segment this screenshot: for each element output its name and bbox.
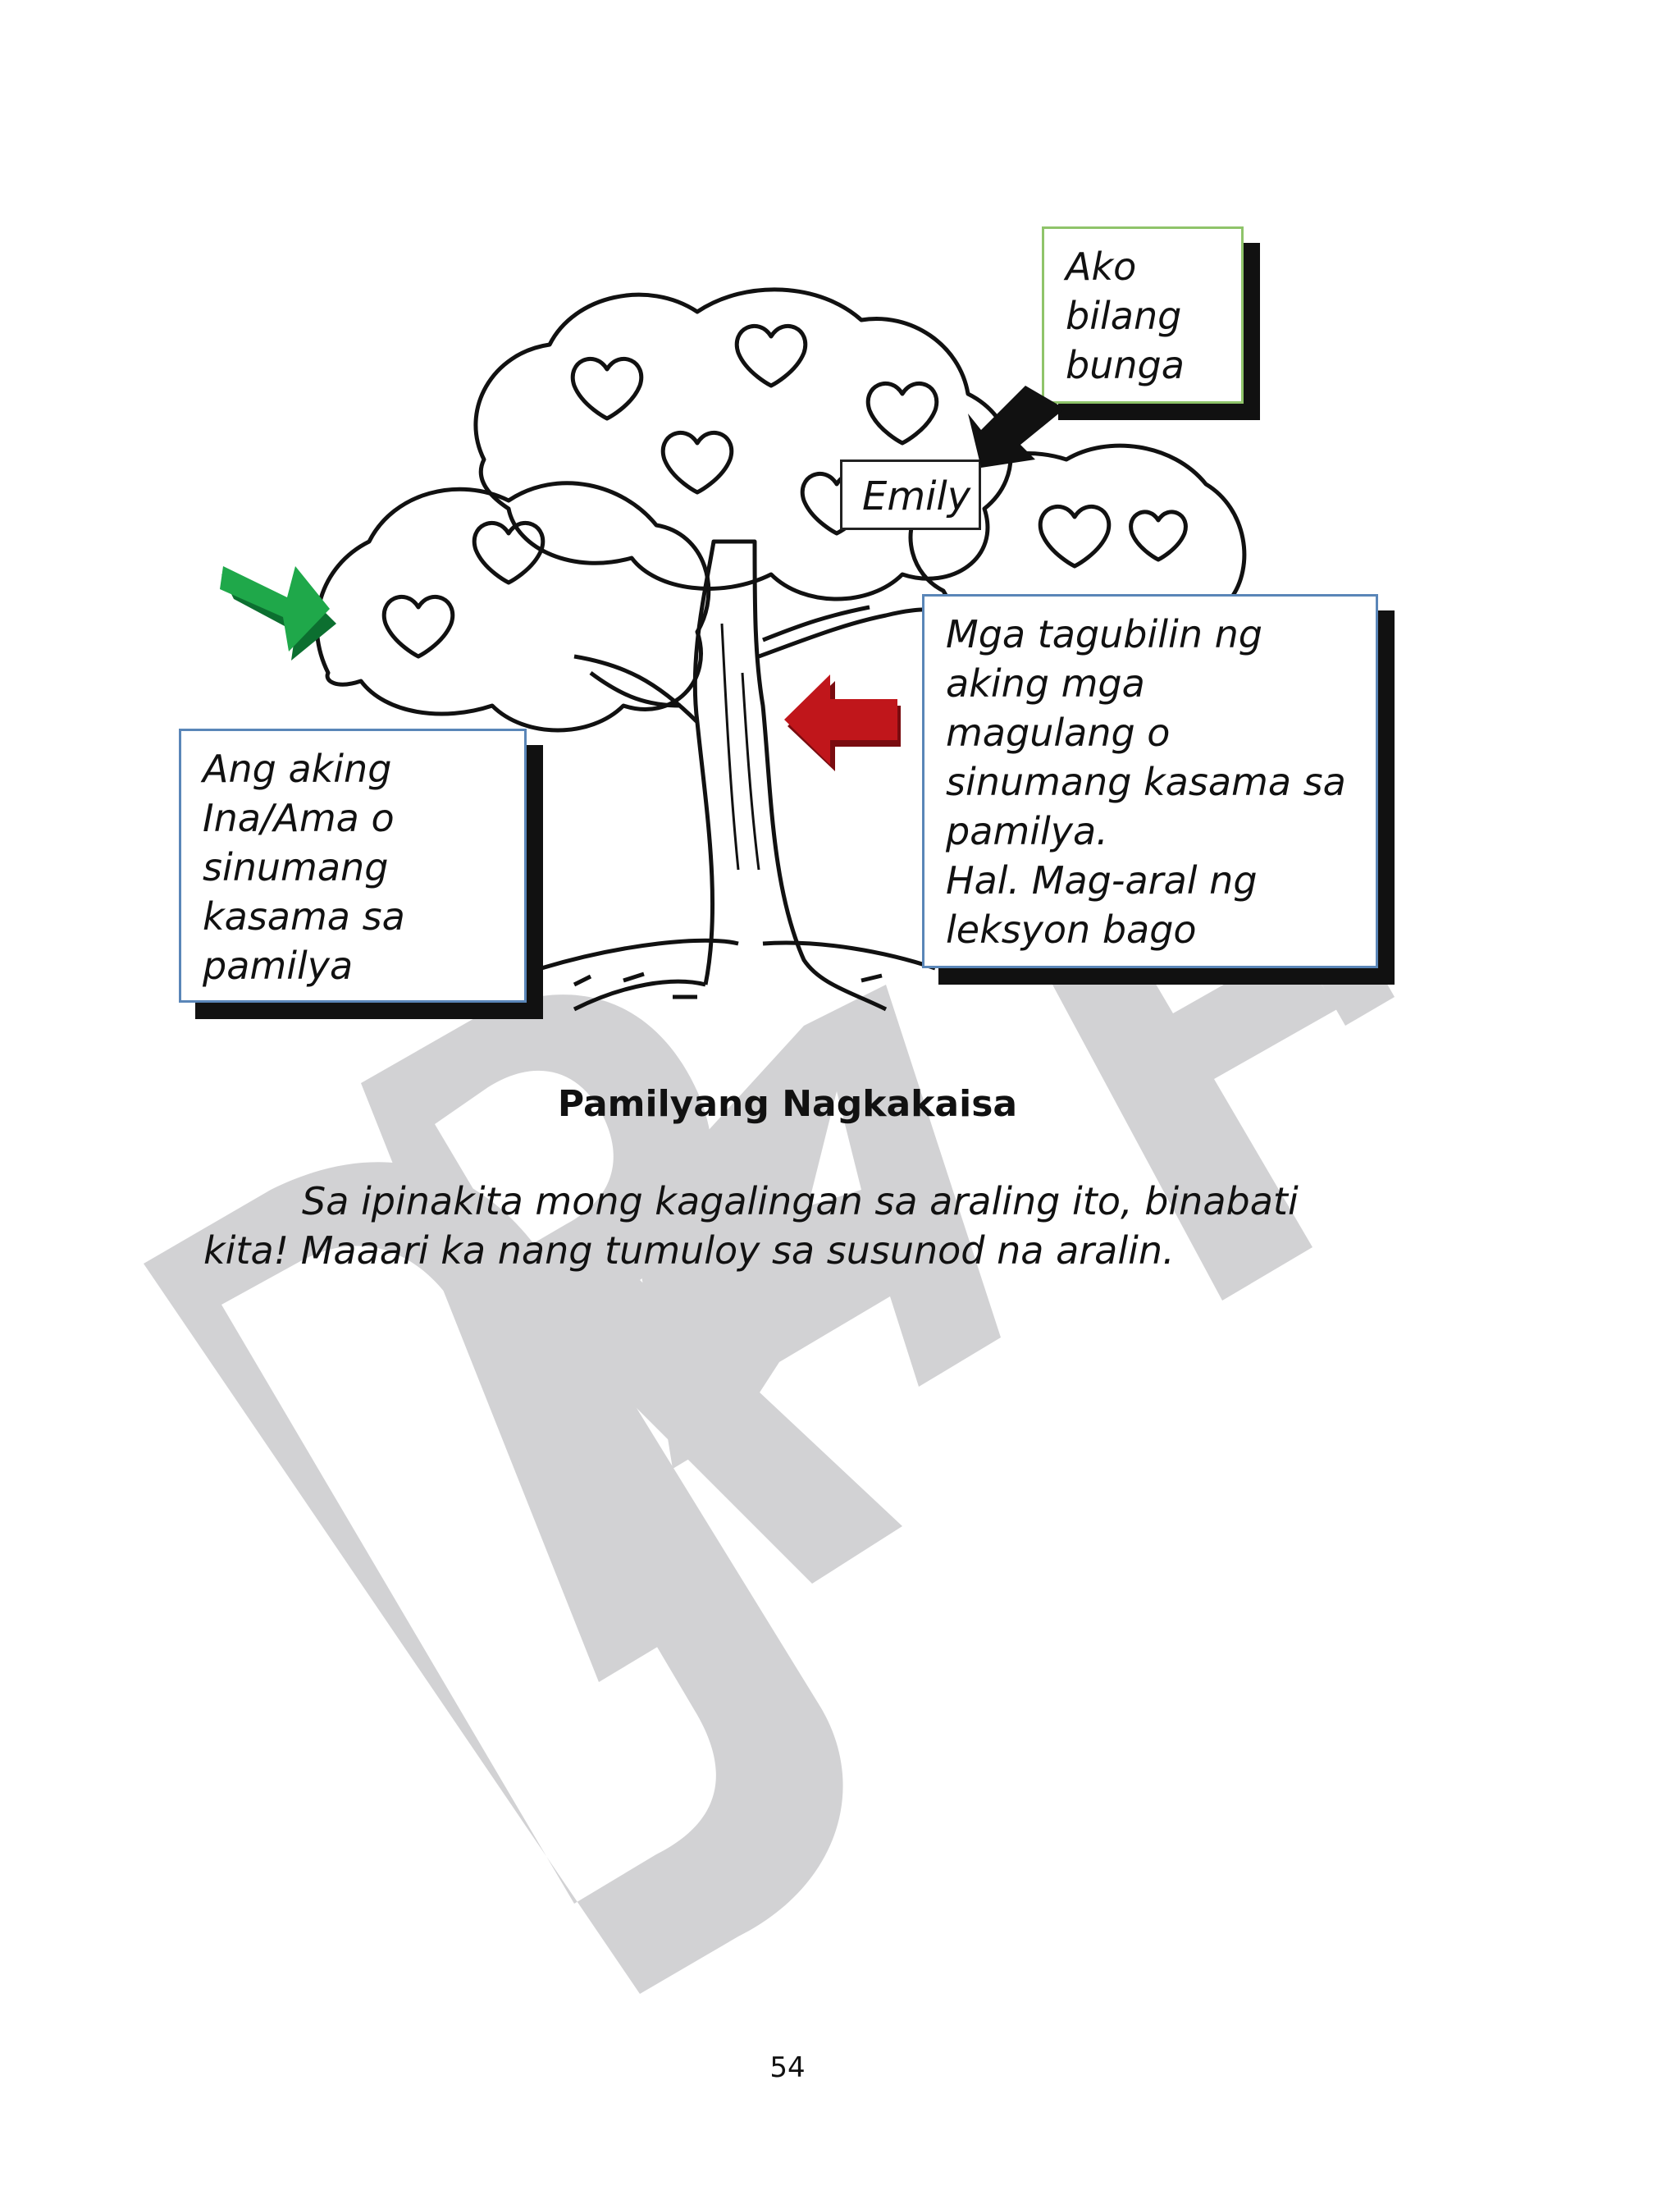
- emily-label: Emily: [862, 473, 971, 519]
- callout-line: pamilya.: [946, 809, 1108, 853]
- paragraph-line: Sa ipinakita mong kagalingan sa araling …: [302, 1179, 1299, 1223]
- callout-line: aking mga: [946, 661, 1145, 706]
- callout-line: sinumang: [203, 845, 389, 889]
- heart-icons: [381, 324, 1188, 659]
- page-number: 54: [769, 2051, 806, 2084]
- callout-line: pamilya: [203, 944, 354, 988]
- ground: [541, 938, 936, 971]
- black-arrow-icon: [968, 386, 1065, 468]
- green-arrow-icon: [220, 566, 336, 661]
- tree-illustration: [314, 287, 1247, 1012]
- callout-line: Hal. Mag-aral ng: [946, 858, 1258, 903]
- callout-line: kasama sa: [203, 894, 405, 939]
- callout-line: Ang aking: [203, 747, 392, 791]
- foliage-center: [473, 287, 1013, 601]
- callout-mga-tagubilin: Mga tagubilin ng aking mga magulang o si…: [922, 594, 1378, 968]
- branch-left: [573, 654, 699, 724]
- callout-line: magulang o: [946, 711, 1171, 755]
- arrows-layer: [220, 386, 1065, 771]
- callout-emily: Emily: [840, 459, 981, 530]
- callout-line: Ina/Ama o: [203, 796, 395, 840]
- tree-trunk: [573, 539, 888, 1012]
- callout-line: bunga: [1066, 343, 1185, 387]
- callout-line: sinumang kasama sa: [946, 760, 1346, 804]
- red-arrow-icon: [784, 674, 901, 771]
- closing-paragraph: Sa ipinakita mong kagalingan sa araling …: [203, 1177, 1299, 1275]
- callout-line: leksyon bago: [946, 908, 1197, 952]
- foliage-left: [314, 481, 711, 733]
- callout-line: bilang: [1066, 294, 1182, 338]
- paragraph-line: kita! Maaari ka nang tumuloy sa susunod …: [203, 1228, 1175, 1273]
- callout-ako-bilang-bunga: Ako bilang bunga: [1042, 226, 1244, 404]
- callout-line: Mga tagubilin ng: [946, 612, 1262, 656]
- branch-right: [758, 605, 937, 659]
- section-heading: Pamilyang Nagkakaisa: [557, 1083, 1018, 1125]
- callout-line: Ako: [1066, 245, 1137, 289]
- callout-ang-aking-magulang: Ang aking Ina/Ama o sinumang kasama sa p…: [179, 729, 527, 1003]
